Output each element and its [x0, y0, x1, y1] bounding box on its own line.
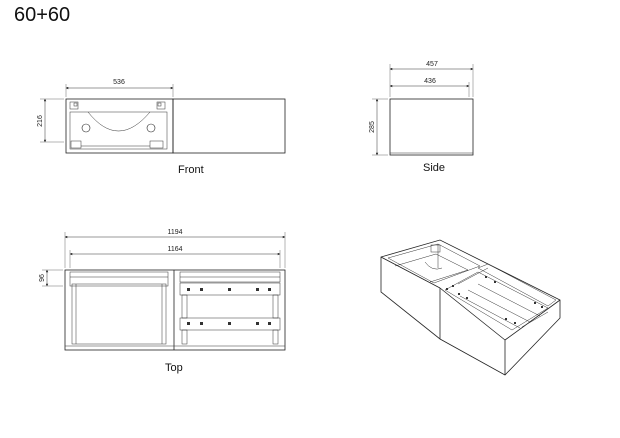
front-width-label: 536	[113, 79, 125, 86]
top-outline	[64, 269, 286, 351]
isometric-view	[380, 239, 561, 376]
front-view: 536 216	[37, 79, 286, 154]
iso-left-compartment-inner	[394, 253, 469, 283]
iso-screw-holes	[446, 276, 543, 324]
iso-left-compartment-top	[387, 243, 481, 284]
top-inner-width-label: 1164	[167, 246, 182, 253]
top-view-label: Top	[165, 362, 183, 374]
top-depth-label: 96	[39, 274, 46, 282]
side-view-label: Side	[423, 162, 446, 174]
front-bracket-bottom-left	[70, 140, 82, 149]
iso-side-top-edge	[504, 299, 561, 341]
front-view-label: Front	[178, 164, 204, 176]
side-outer-depth-label: 457	[426, 61, 438, 68]
iso-right-back-rail	[477, 263, 557, 307]
iso-right-compartment-top	[444, 271, 549, 331]
top-right-rail-upper	[179, 282, 281, 296]
top-view: 1194 1164 96	[39, 229, 286, 351]
drawing-title: 60+60	[14, 4, 71, 26]
iso-bracket	[430, 244, 441, 253]
top-total-width-label: 1194	[167, 229, 182, 236]
top-right-rail-lower	[179, 317, 281, 331]
top-right-slide-right-front	[272, 329, 279, 345]
front-right-hole	[146, 123, 156, 133]
side-cabinet-outline	[389, 98, 474, 156]
front-left-cabinet-inner	[69, 111, 168, 150]
front-bracket-screw	[157, 102, 162, 107]
iso-front-top-edge-right	[439, 287, 506, 341]
iso-drain-pipe	[424, 261, 443, 270]
top-right-slide-left-front	[181, 329, 188, 345]
front-drain-cutout	[87, 111, 151, 132]
front-bracket-top-right	[156, 101, 166, 110]
top-left-basin-opening	[71, 283, 167, 345]
front-bracket-top-left	[69, 101, 79, 110]
iso-front-top-edge-left	[380, 256, 441, 289]
top-right-slide-right	[272, 294, 279, 319]
front-right-cabinet-outline	[172, 98, 286, 154]
top-right-screw-holes	[187, 288, 271, 325]
front-bracket-bottom-right	[149, 140, 164, 149]
front-left-hole	[81, 123, 91, 133]
side-view: 457 436 285	[369, 61, 474, 156]
front-bracket-screw	[73, 102, 78, 107]
side-height-label: 285	[369, 121, 376, 133]
side-inner-depth-label: 436	[424, 78, 436, 85]
front-height-label: 216	[37, 115, 44, 127]
iso-outline	[380, 239, 561, 376]
top-left-back-rail	[69, 271, 169, 287]
top-right-slide-left	[181, 294, 188, 319]
